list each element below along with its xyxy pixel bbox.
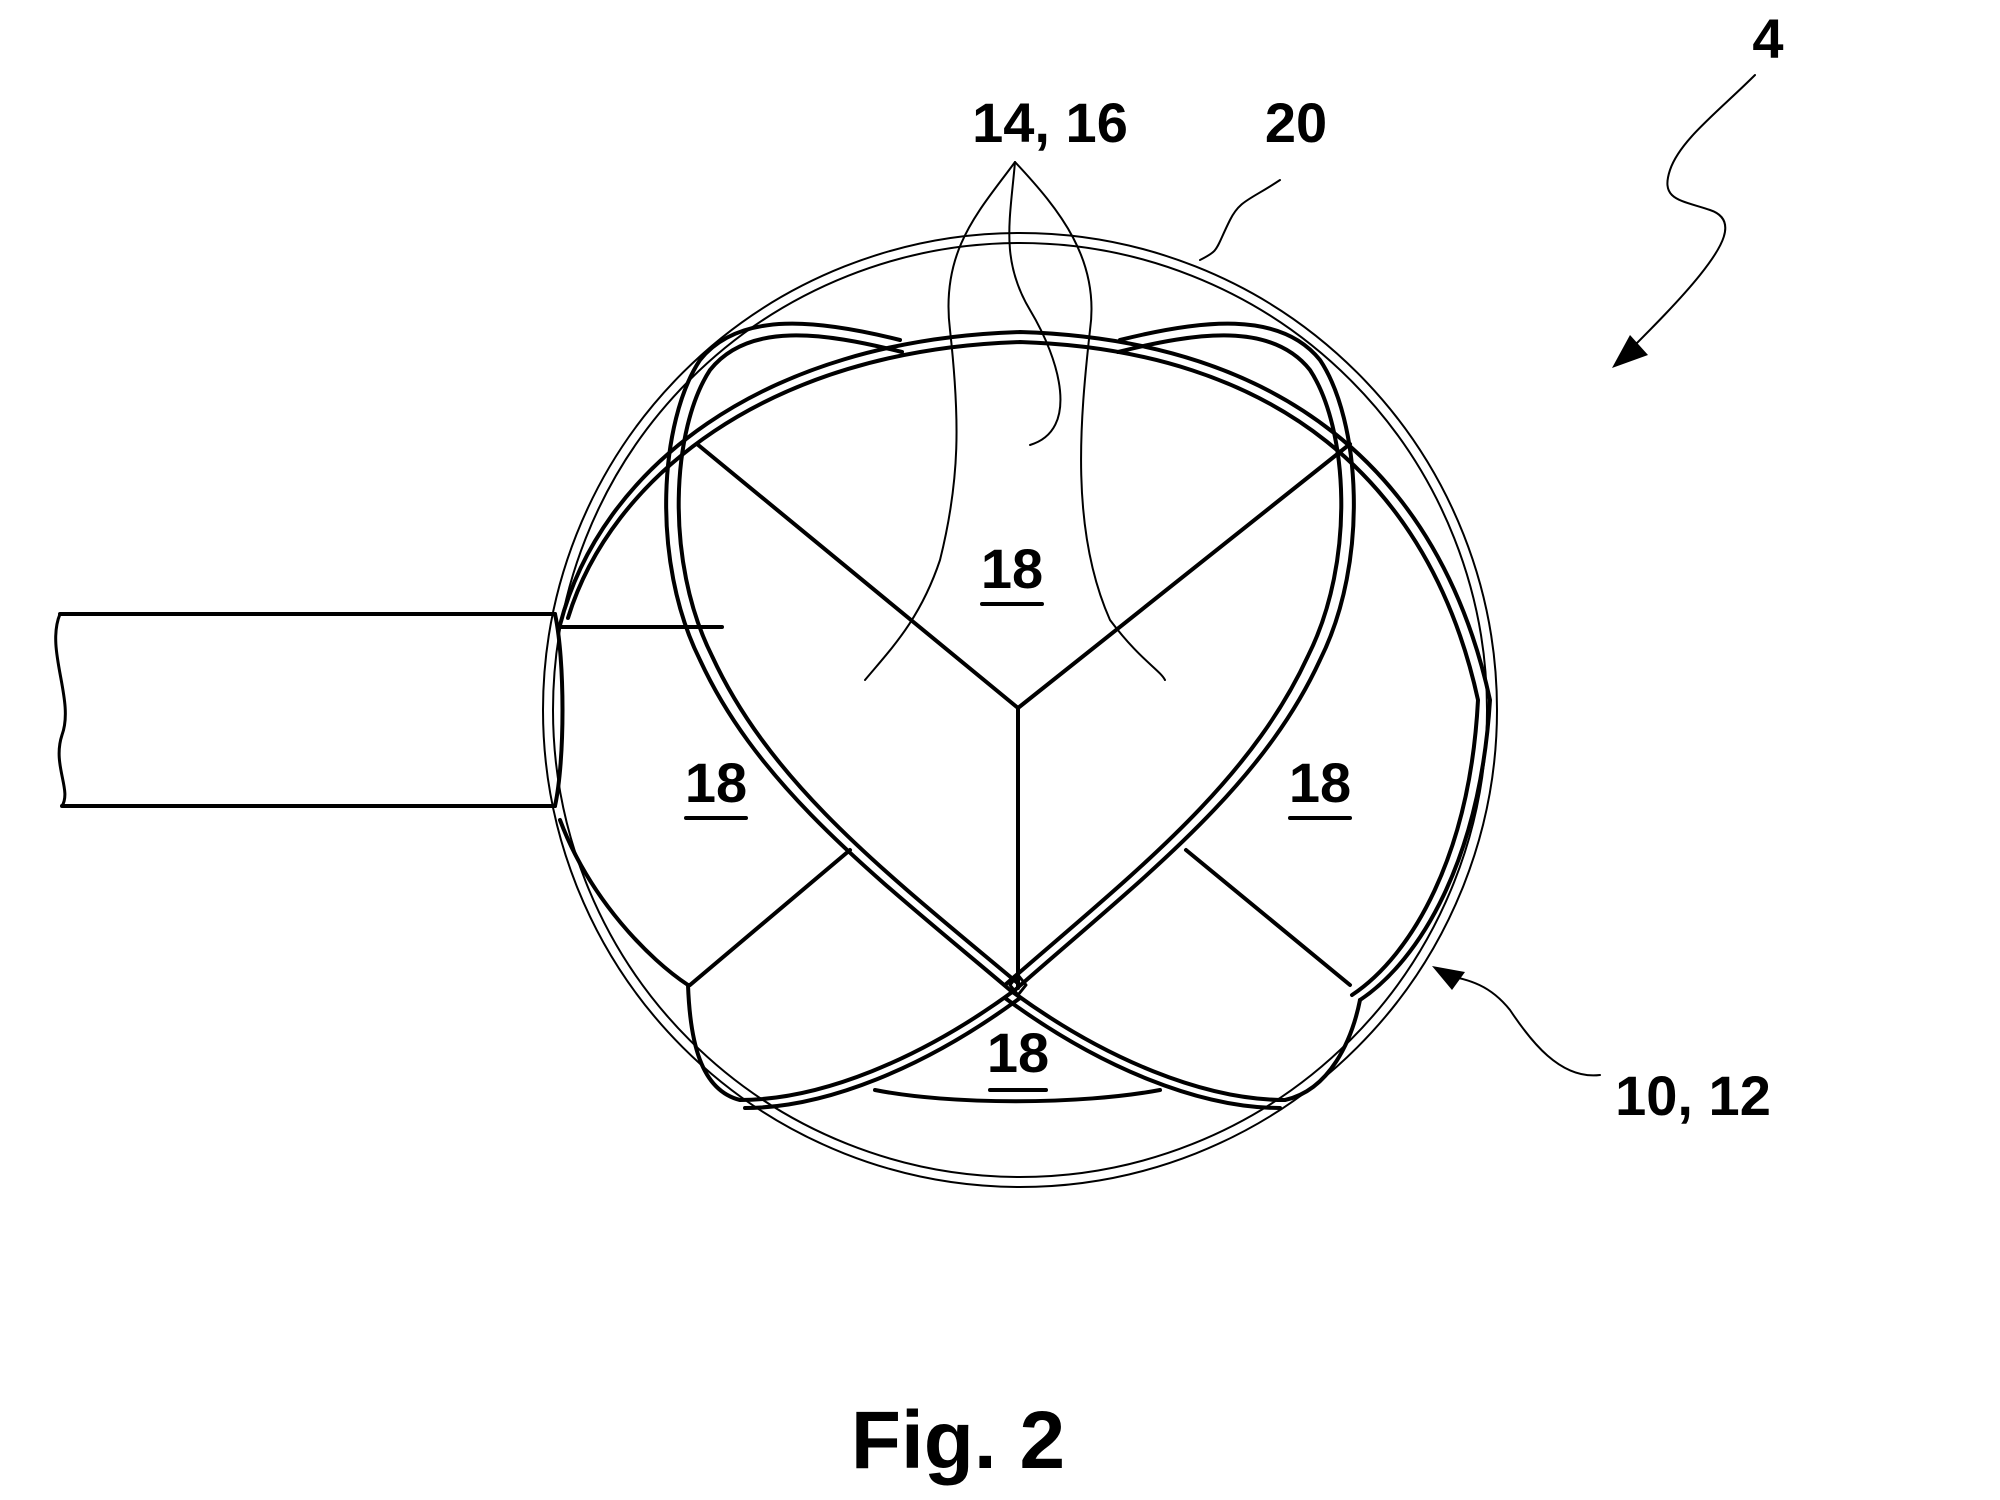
bottom-segment-arc [873,1088,1162,1104]
label-ref-10-12: 10, 12 [1615,1064,1771,1127]
outer-circle-20 [542,232,1498,1188]
figure-caption: Fig. 2 [851,1395,1065,1486]
segment-label-top: 18 [980,537,1044,606]
reference-arrow-4 [1612,74,1756,368]
leaflet-lobe-right [1003,321,1356,992]
svg-text:18: 18 [685,751,747,814]
commissure-lines [688,442,1352,990]
crossing-point [1008,973,1028,997]
label-ref-14-16: 14, 16 [972,91,1128,154]
svg-text:18: 18 [1289,751,1351,814]
catheter-shaft [54,612,724,808]
leader-arrow-10-12 [1432,966,1601,1077]
leader-line-20 [1199,179,1281,261]
segment-label-bottom: 18 [987,1021,1049,1092]
leaflet-lobe-left [664,321,1022,992]
leader-lines-14-16 [864,161,1166,681]
svg-text:18: 18 [981,537,1043,600]
svg-text:18: 18 [987,1021,1049,1084]
left-frame-arc [558,818,690,987]
lower-frame-arcs [686,983,1362,1110]
segment-label-left: 18 [684,751,748,820]
label-ref-4: 4 [1752,7,1783,70]
label-ref-20: 20 [1265,91,1327,154]
segment-label-right: 18 [1288,751,1352,820]
horizontal-frame-ring [558,330,1492,1002]
